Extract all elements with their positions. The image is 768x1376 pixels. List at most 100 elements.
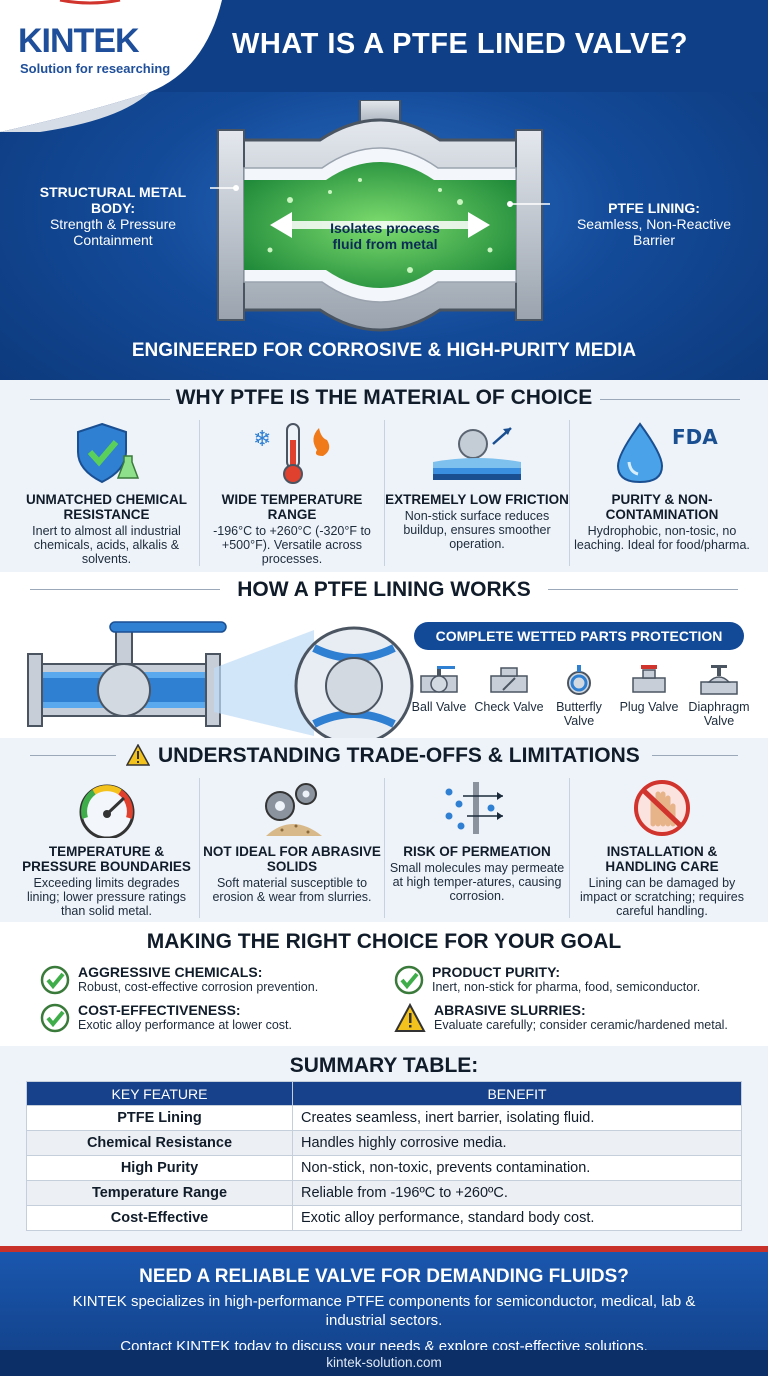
ptfe-lining-callout: PTFE LINING: Seamless, Non-Reactive Barr… — [574, 200, 734, 248]
table-row: PTFE Lining Creates seamless, inert barr… — [26, 1105, 742, 1131]
valve-type-item: Butterfly Valve — [544, 664, 614, 728]
valve-type-item: Check Valve — [474, 664, 544, 728]
valve-type-label: Plug Valve — [619, 700, 679, 714]
lined-ball-valve-cutaway — [27, 621, 414, 738]
plug-valve-icon — [632, 665, 666, 693]
ptfe-lining-callout-head: PTFE LINING: — [608, 200, 700, 216]
hero-tagline: ENGINEERED FOR CORROSIVE & HIGH-PURITY M… — [131, 340, 637, 361]
tradeoff-card: NOT IDEAL FOR ABRASIVE SOLIDS Soft mater… — [199, 778, 384, 918]
lined-valve-illustration — [210, 100, 550, 332]
table-cell-benefit: Handles highly corrosive media. — [292, 1130, 742, 1156]
water-drop-icon: FDA — [616, 422, 718, 484]
table-row: Temperature Range Reliable from -196ºC t… — [26, 1180, 742, 1206]
goal-item: AGGRESSIVE CHEMICALS: Robust, cost-effec… — [40, 964, 318, 995]
valve-type-label: Check Valve — [474, 700, 544, 714]
table-cell-benefit: Reliable from -196ºC to +260ºC. — [292, 1180, 742, 1206]
summary-heading: SUMMARY TABLE: — [289, 1054, 479, 1077]
warning-icon — [394, 1003, 426, 1032]
tradeoffs-heading: UNDERSTANDING TRADE-OFFS & LIMITATIONS — [158, 744, 640, 767]
why-card-text: Hydrophobic, non-tosic, no leaching. Ide… — [574, 524, 750, 552]
why-card-title: UNMATCHED CHEMICAL RESISTANCE — [26, 492, 187, 522]
cta-accent-stripe — [0, 1246, 768, 1252]
divider — [30, 589, 220, 590]
goal-item: PRODUCT PURITY: Inert, non-stick for pha… — [394, 964, 700, 995]
divider — [548, 589, 738, 590]
table-header-row: KEY FEATURE BENEFIT — [26, 1081, 742, 1106]
why-card-title: WIDE TEMPERATURE RANGE — [221, 492, 363, 522]
valve-type-item: Plug Valve — [614, 664, 684, 728]
column-header: KEY FEATURE — [26, 1081, 293, 1106]
permeation-icon — [445, 782, 503, 834]
gears-icon — [265, 783, 322, 836]
diaphragm-valve-icon — [700, 665, 738, 695]
right-choice-section: MAKING THE RIGHT CHOICE FOR YOUR GOAL AG… — [0, 922, 768, 1046]
svg-text:❄: ❄ — [253, 427, 271, 452]
gauge-icon — [79, 784, 134, 838]
divider — [600, 399, 740, 400]
shield-check-icon — [76, 422, 139, 484]
table-row: Chemical Resistance Handles highly corro… — [26, 1130, 742, 1156]
tradeoff-card-text: Lining can be damaged by impact or scrat… — [580, 876, 744, 918]
tradeoff-card-title: NOT IDEAL FOR ABRASIVE SOLIDS — [203, 844, 381, 874]
metal-body-callout-text: Strength & Pressure Containment — [49, 216, 177, 248]
why-card: EXTREMELY LOW FRICTION Non-stick surface… — [384, 420, 569, 566]
goal-title: COST-EFFECTIVENESS: — [78, 1002, 241, 1018]
cta-text: KINTEK specializes in high-performance P… — [72, 1293, 696, 1329]
butterfly-valve-icon — [567, 665, 591, 695]
why-card: ❄ WIDE TEMPERATURE RANGE -196°C to +260°… — [199, 420, 384, 566]
cta-title: NEED A RELIABLE VALVE FOR DEMANDING FLUI… — [139, 1266, 629, 1287]
why-ptfe-section: WHY PTFE IS THE MATERIAL OF CHOICE UNMAT… — [0, 380, 768, 572]
tradeoff-card-text: Small molecules may permeate at high tem… — [389, 861, 565, 903]
brand-tagline: Solution for researching — [20, 61, 171, 76]
table-cell-benefit: Exotic alloy performance, standard body … — [292, 1205, 742, 1231]
table-cell-feature: Chemical Resistance — [26, 1130, 293, 1156]
tradeoff-card-text: Soft material susceptible to erosion & w… — [212, 876, 372, 904]
metal-body-callout: STRUCTURAL METAL BODY: Strength & Pressu… — [34, 184, 192, 248]
footer-url-link[interactable]: kintek-solution.com — [0, 1350, 768, 1376]
tradeoff-card: RISK OF PERMEATION Small molecules may p… — [384, 778, 569, 918]
logo-page-curl-icon — [0, 0, 222, 132]
no-hand-icon — [634, 780, 690, 836]
table-row: High Purity Non-stick, non-toxic, preven… — [26, 1155, 742, 1181]
table-cell-feature: Cost-Effective — [26, 1205, 293, 1231]
check-icon — [394, 965, 424, 995]
ptfe-lining-callout-text: Seamless, Non-Reactive Barrier — [576, 216, 732, 248]
goal-text: Inert, non-stick for pharma, food, semic… — [432, 980, 701, 994]
tradeoffs-section: UNDERSTANDING TRADE-OFFS & LIMITATIONS T… — [0, 738, 768, 922]
how-it-works-section: HOW A PTFE LINING WORKS COMPLETE WETTED … — [0, 572, 768, 738]
divider — [652, 755, 738, 756]
column-header: BENEFIT — [292, 1081, 742, 1106]
brand-logo-text: KINTEK — [18, 22, 140, 60]
goal-title: PRODUCT PURITY: — [432, 964, 561, 980]
goal-title: AGGRESSIVE CHEMICALS: — [78, 964, 263, 980]
check-icon — [40, 965, 70, 995]
table-row: Cost-Effective Exotic alloy performance,… — [26, 1205, 742, 1231]
valve-type-label: Butterfly Valve — [556, 700, 602, 728]
goal-text: Exotic alloy performance at lower cost. — [78, 1018, 292, 1032]
warning-icon — [126, 744, 150, 766]
fda-badge: FDA — [672, 425, 718, 449]
check-valve-icon — [490, 667, 528, 693]
why-card-text: Inert to almost all industrial chemicals… — [32, 524, 181, 566]
summary-section: SUMMARY TABLE: KEY FEATURE BENEFIT PTFE … — [0, 1046, 768, 1246]
summary-table: KEY FEATURE BENEFIT PTFE Lining Creates … — [26, 1081, 742, 1231]
valve-type-item: Ball Valve — [404, 664, 474, 728]
choice-heading: MAKING THE RIGHT CHOICE FOR YOUR GOAL — [146, 930, 622, 953]
why-cards: UNMATCHED CHEMICAL RESISTANCE Inert to a… — [14, 420, 754, 566]
logo-card: KINTEK Solution for researching — [0, 0, 222, 132]
why-card-text: Non-stick surface reduces buildup, ensur… — [403, 509, 551, 551]
goal-text: Evaluate carefully; consider ceramic/har… — [434, 1018, 728, 1032]
isolation-label: Isolates process fluid from metal — [330, 220, 440, 252]
metal-body-callout-head: STRUCTURAL METAL BODY: — [39, 184, 187, 216]
valve-type-label: Diaphragm Valve — [688, 700, 750, 728]
goal-item: COST-EFFECTIVENESS: Exotic alloy perform… — [40, 1002, 292, 1033]
check-icon — [40, 1003, 70, 1033]
goal-title: ABRASIVE SLURRIES: — [434, 1002, 586, 1018]
brand-logo[interactable]: KINTEK — [18, 22, 140, 61]
valve-type-label: Ball Valve — [411, 700, 467, 714]
why-card-title: PURITY & NON-CONTAMINATION — [605, 492, 719, 522]
goal-item: ABRASIVE SLURRIES: Evaluate carefully; c… — [394, 1002, 728, 1033]
valve-type-item: Diaphragm Valve — [684, 664, 754, 728]
low-friction-icon — [433, 427, 521, 480]
tradeoff-card-text: Exceeding limits degrades lining; lower … — [26, 876, 187, 918]
